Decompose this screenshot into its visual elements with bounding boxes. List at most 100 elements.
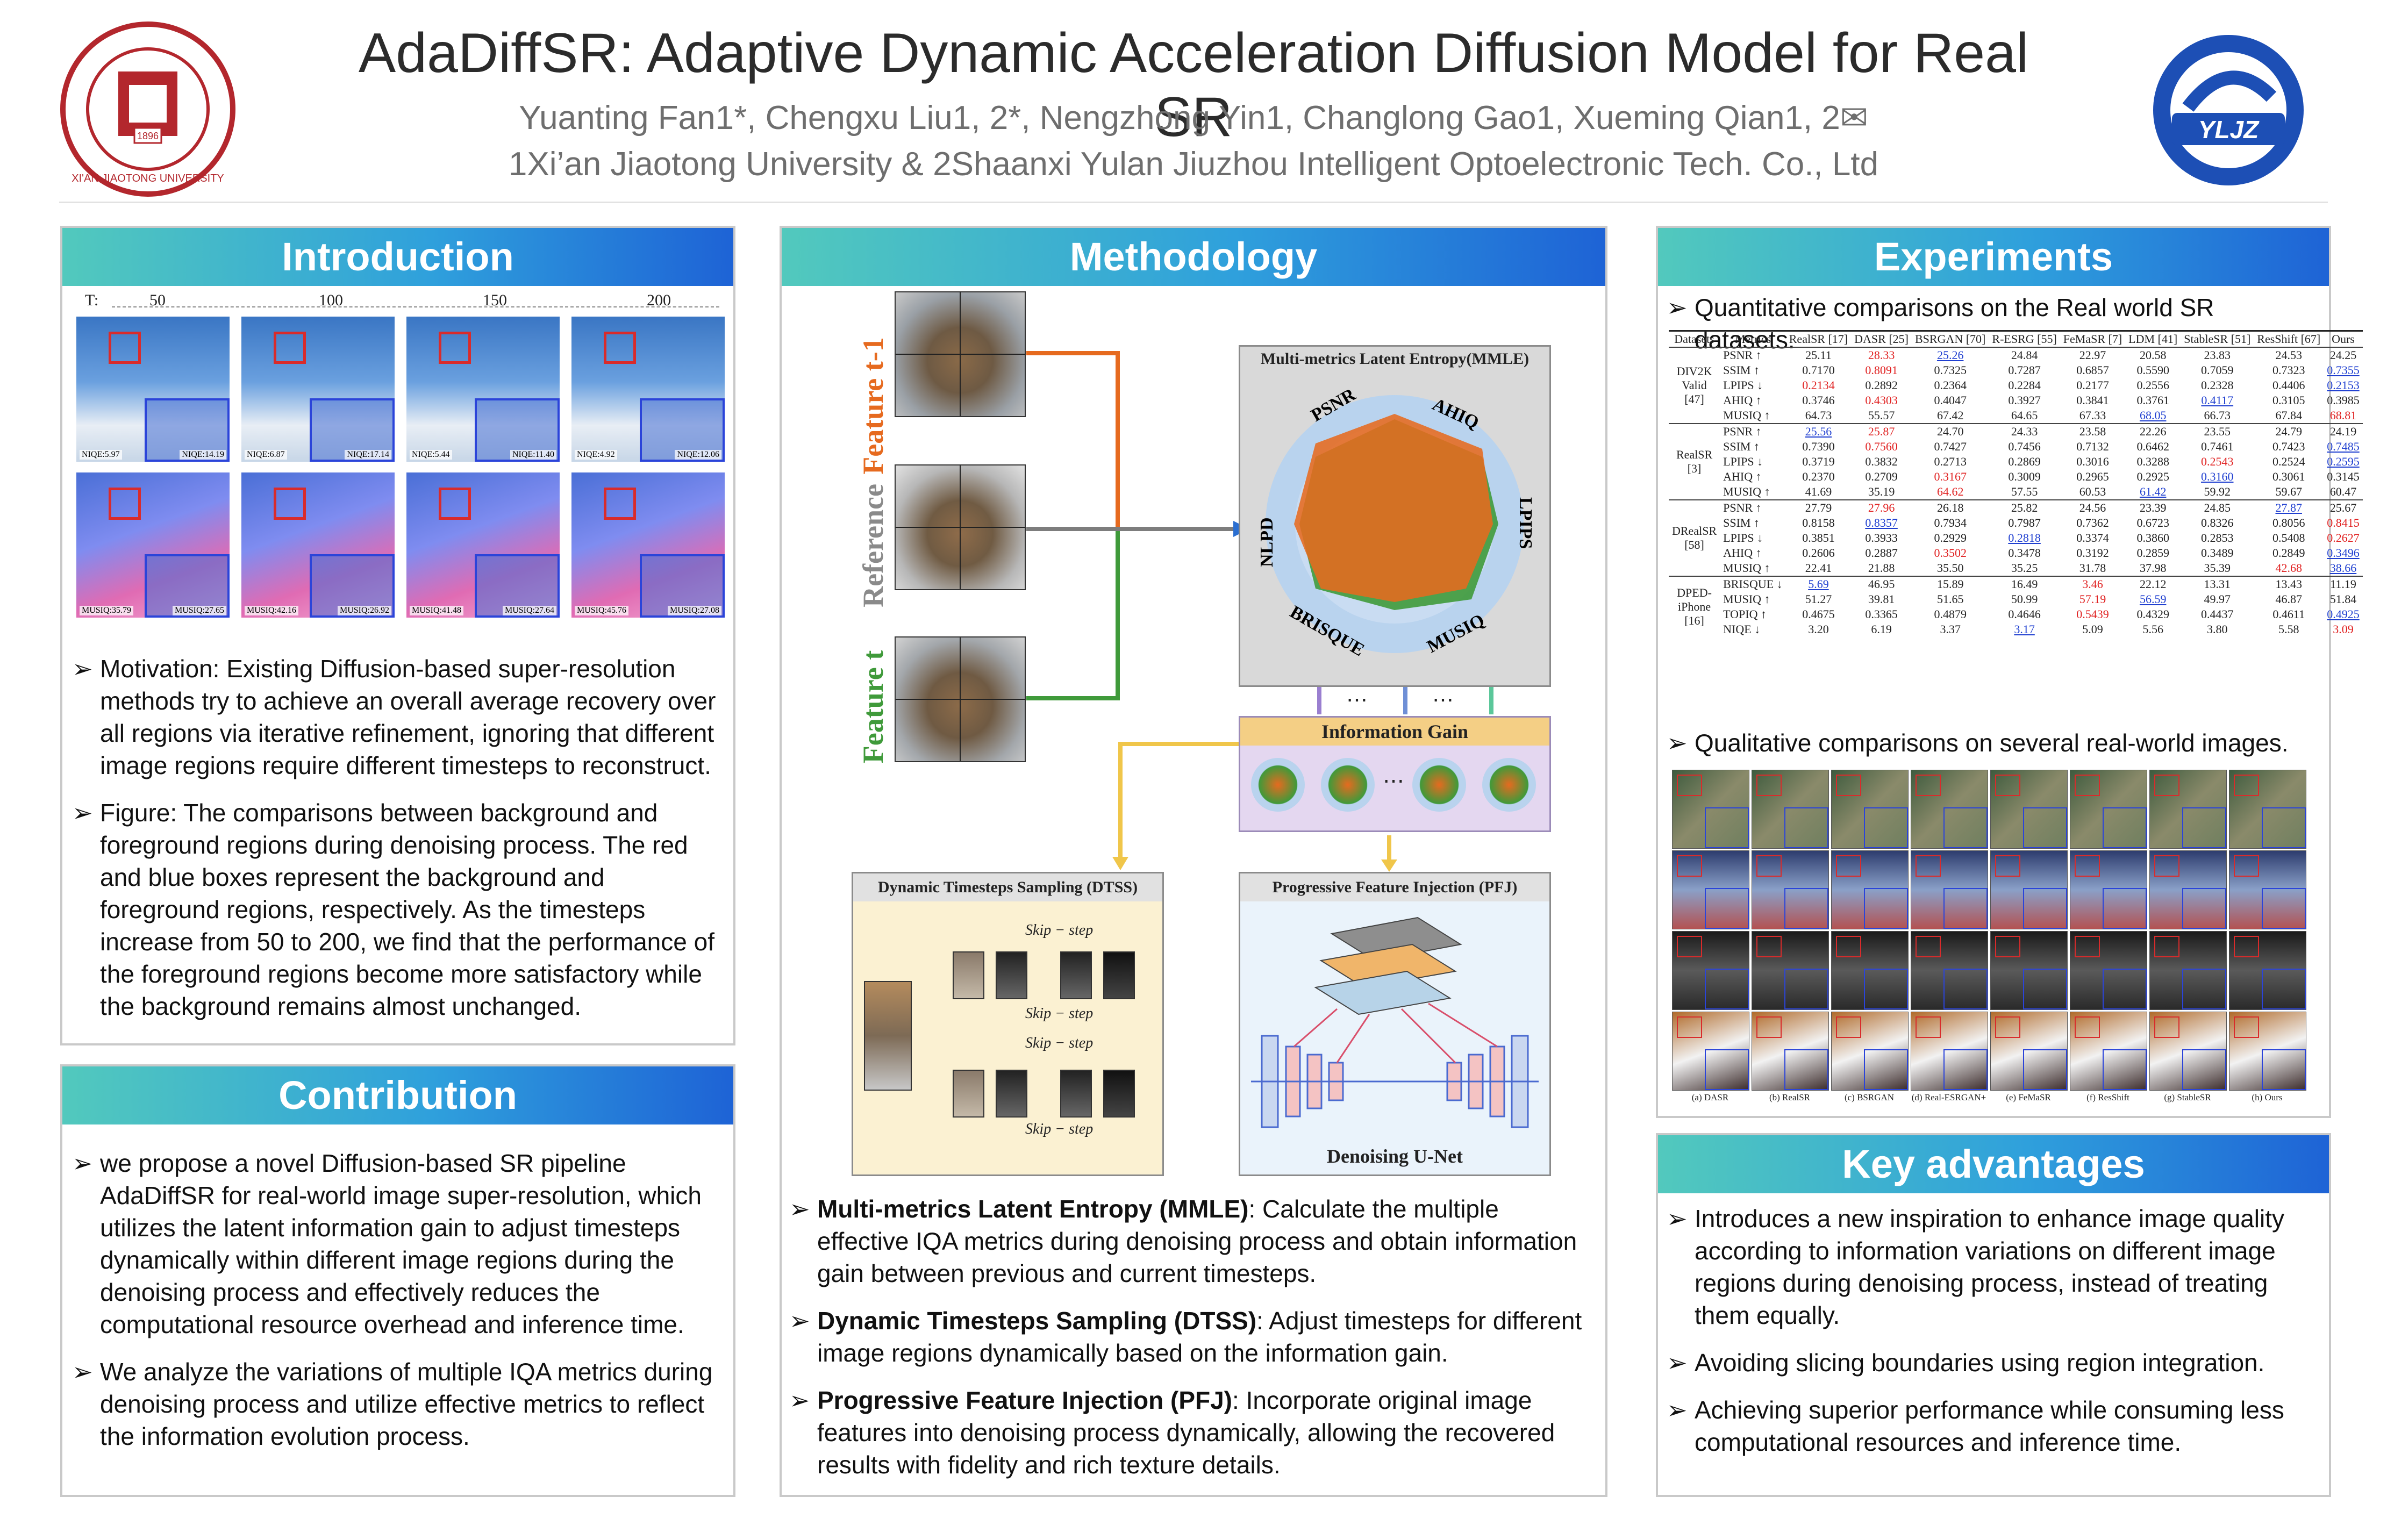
table-value-cell: 51.27: [1805, 592, 1832, 606]
musiq-fg-t200: MUSIQ:27.08: [667, 606, 721, 615]
table-value-cell: 0.2869: [2008, 455, 2041, 468]
table-metric-cell: TOPIQ ↑: [1723, 607, 1767, 621]
table-value-cell: 0.2328: [2201, 378, 2234, 392]
table-value-cell: 24.70: [1911, 423, 1989, 439]
table-value-cell: 3.20: [1808, 622, 1829, 636]
table-dataset-cell: RealSR [3]: [1669, 423, 1720, 500]
arrow-bullet-icon: ➢: [72, 655, 93, 683]
table-value-cell: 0.3489: [2201, 546, 2234, 560]
table-value-cell: 0.5408: [2272, 531, 2305, 545]
qualitative-image: [2070, 850, 2147, 929]
xjtu-logo: 1896 XI'AN JIAOTONG UNIVERSITY: [59, 20, 237, 198]
table-value-cell: 3.37: [1940, 622, 1961, 636]
qualitative-image: [1672, 1012, 1749, 1091]
table-value-cell: 0.3160: [2201, 470, 2234, 483]
qualitative-caption: (a) DASR: [1691, 1092, 1729, 1102]
qualitative-image: [2229, 1012, 2306, 1091]
table-value-cell: 0.3374: [2076, 531, 2109, 545]
table-value-cell: 0.3832: [1865, 455, 1898, 468]
table-value-cell: 0.2965: [2076, 470, 2109, 483]
table-value-cell: 0.7132: [2076, 440, 2109, 453]
advantage-bullet-inspiration: ➢Introduces a new inspiration to enhance…: [1667, 1202, 2317, 1331]
info-gain-radar-3: [1412, 758, 1466, 812]
table-value-cell: 23.58: [2060, 423, 2126, 439]
table-value-cell: 49.97: [2204, 592, 2231, 606]
contribution-heading: Contribution: [62, 1066, 733, 1124]
arrow-bullet-icon: ➢: [72, 1149, 93, 1177]
arrow-bullet-icon: ➢: [1667, 729, 1688, 757]
advantage-bullet-region: ➢Avoiding slicing boundaries using regio…: [1667, 1346, 2317, 1379]
table-value-cell: 13.31: [2181, 576, 2254, 592]
musiq-bg-t50: MUSIQ:35.79: [80, 606, 134, 615]
timestep-100: 100: [319, 291, 343, 309]
table-value-cell: 0.3016: [2076, 455, 2109, 468]
qualitative-image: [1831, 931, 1909, 1010]
pfj-box: Progressive Feature Injection (PFJ) Deno…: [1239, 872, 1551, 1176]
niqe-fg-t100: NIQE:17.14: [345, 450, 391, 460]
table-value-cell: 0.2153: [2327, 378, 2360, 392]
table-value-cell: 25.26: [1936, 348, 1964, 362]
table-metric-cell: PSNR ↑: [1720, 499, 1786, 515]
table-value-cell: 0.3851: [1802, 531, 1835, 545]
qualitative-caption: (g) StableSR: [2164, 1092, 2211, 1102]
table-value-cell: 22.41: [1805, 561, 1832, 575]
table-value-cell: 41.69: [1805, 485, 1832, 498]
table-header-cell: LDM [41]: [2125, 330, 2181, 348]
qualitative-image: [2070, 931, 2147, 1010]
table-value-cell: 38.66: [2329, 561, 2357, 575]
xjtu-logo-text: XI'AN JIAOTONG UNIVERSITY: [72, 173, 224, 184]
table-value-cell: 24.25: [2329, 348, 2357, 362]
table-value-cell: 0.7987: [2008, 516, 2041, 529]
table-value-cell: 21.88: [1868, 561, 1895, 575]
info-gain-title: Information Gain: [1240, 718, 1549, 746]
table-metric-cell: SSIM ↑: [1723, 363, 1760, 377]
arrow-bullet-icon: ➢: [789, 1307, 810, 1335]
table-value-cell: 0.3365: [1865, 607, 1898, 621]
niqe-bg-t50: NIQE:5.97: [80, 450, 122, 460]
musiq-bg-t100: MUSIQ:42.16: [245, 606, 299, 615]
intro-bullet-motivation: ➢Motivation: Existing Diffusion-based su…: [72, 653, 723, 782]
methodology-panel: Methodology Feature t-1 Reference Featur…: [780, 226, 1607, 1497]
table-metric-cell: MUSIQ ↑: [1723, 485, 1770, 498]
qualitative-image: [1752, 1012, 1829, 1091]
table-value-cell: 61.42: [2139, 485, 2167, 498]
table-value-cell: 25.87: [1851, 423, 1912, 439]
table-value-cell: 0.7485: [2327, 440, 2360, 453]
table-value-cell: 22.97: [2079, 348, 2106, 362]
arrow-bullet-icon: ➢: [1667, 1349, 1688, 1377]
table-value-cell: 0.2713: [1934, 455, 1967, 468]
arrow-bullet-icon: ➢: [789, 1386, 810, 1414]
qualitative-image: [1752, 770, 1829, 849]
table-value-cell: 0.3145: [2327, 470, 2360, 483]
table-metric-cell: AHIQ ↑: [1723, 470, 1762, 483]
table-value-cell: 0.4303: [1865, 393, 1898, 407]
reference-image: [895, 464, 1026, 590]
table-value-cell: 27.79: [1785, 499, 1852, 515]
table-value-cell: 0.6723: [2136, 516, 2169, 529]
mmle-radar-chart: PSNR AHIQ LPIPS MUSIQ BRISQUE NLPD: [1257, 384, 1535, 660]
arrow-bullet-icon: ➢: [1667, 1396, 1688, 1424]
table-metric-cell: MUSIQ ↑: [1723, 592, 1770, 606]
table-value-cell: 0.2887: [1865, 546, 1898, 560]
table-value-cell: 0.7170: [1802, 363, 1835, 377]
table-value-cell: 0.7323: [2272, 363, 2305, 377]
table-value-cell: 0.2606: [1802, 546, 1835, 560]
table-value-cell: 0.8056: [2272, 516, 2305, 529]
table-value-cell: 0.3105: [2272, 393, 2305, 407]
table-value-cell: 24.33: [1989, 423, 2060, 439]
table-value-cell: 25.56: [1785, 423, 1852, 439]
table-value-cell: 35.25: [2011, 561, 2038, 575]
table-header-cell: DASR [25]: [1851, 330, 1912, 348]
niqe-fg-t150: NIQE:11.40: [510, 450, 556, 460]
musiq-fg-t150: MUSIQ:27.64: [502, 606, 556, 615]
table-header-cell: RealSR [17]: [1785, 330, 1852, 348]
